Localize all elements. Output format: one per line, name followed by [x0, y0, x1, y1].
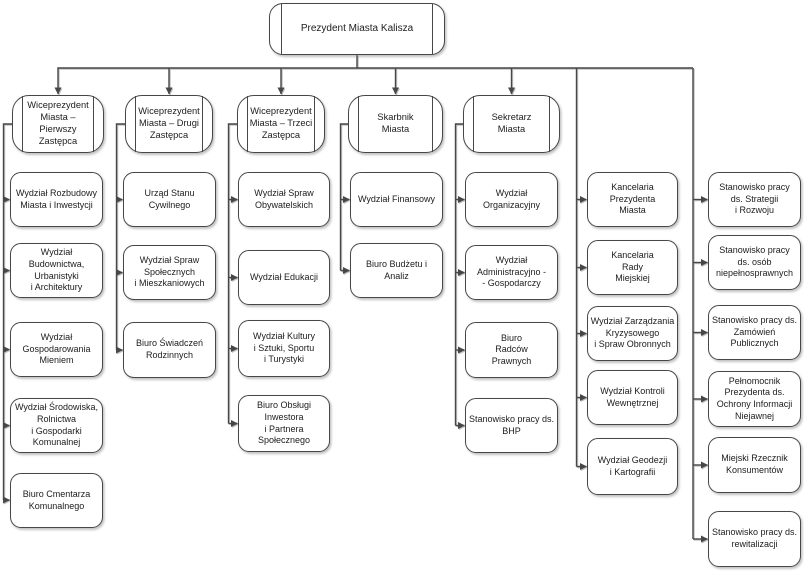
org-node-wydzial-gospodarowania-mieniem: Wydział Gospodarowania Mieniem — [10, 322, 103, 377]
org-node-wydzial-finansowy: Wydział Finansowy — [350, 172, 443, 227]
org-node-wiceprezydent-pierwszy: Wiceprezydent Miasta – Pierwszy Zastępca — [12, 95, 104, 153]
org-node-biuro-budzetu-i-analiz: Biuro Budżetu i Analiz — [350, 243, 443, 298]
org-node-pelnomocnik-ochrony-informacji: Pełnomocnik Prezydenta ds. Ochrony Infor… — [708, 371, 801, 427]
org-node-wydzial-rozbudowy: Wydział Rozbudowy Miasta i Inwestycji — [10, 172, 103, 227]
org-node-wydzial-srodowiska: Wydział Środowiska, Rolnictwa i Gospodar… — [10, 398, 103, 453]
org-node-kancelaria-prezydenta: Kancelaria Prezydenta Miasta — [587, 172, 678, 227]
org-node-wiceprezydent-trzeci: Wiceprezydent Miasta – Trzeci Zastępca — [237, 95, 325, 153]
org-node-wydzial-edukacji: Wydział Edukacji — [238, 250, 330, 305]
org-node-stanowisko-zamowien-publicznych: Stanowisko pracy ds. Zamówień Publicznyc… — [708, 305, 801, 360]
org-node-stanowisko-osob-niepelnosprawnych: Stanowisko pracy ds. osób niepełnosprawn… — [708, 235, 801, 290]
org-node-urzad-stanu-cywilnego: Urząd Stanu Cywilnego — [123, 172, 216, 227]
org-node-biuro-obslugi-inwestora: Biuro Obsługi Inwestora i Partnera Społe… — [238, 395, 330, 452]
org-node-miejski-rzecznik-konsumentow: Miejski Rzecznik Konsumentów — [708, 437, 801, 493]
org-node-biuro-swiadczen-rodzinnych: Biuro Świadczeń Rodzinnych — [123, 322, 216, 378]
org-node-wydzial-geodezji: Wydział Geodezji i Kartografii — [587, 438, 678, 495]
org-node-wydzial-budownictwa: Wydział Budownictwa, Urbanistyki i Archi… — [10, 243, 103, 298]
org-node-skarbnik: Skarbnik Miasta — [348, 95, 443, 153]
org-node-wydzial-spraw-spolecznych: Wydział Spraw Społecznych i Mieszkaniowy… — [123, 245, 216, 300]
org-node-stanowisko-bhp: Stanowisko pracy ds. BHP — [465, 398, 558, 453]
org-node-stanowisko-strategii: Stanowisko pracy ds. Strategii i Rozwoju — [708, 172, 801, 227]
org-node-wydzial-organizacyjny: Wydział Organizacyjny — [465, 172, 558, 227]
org-node-wydzial-administracyjno-gospodarczy: Wydział Administracyjno - - Gospodarczy — [465, 245, 558, 300]
org-node-wydzial-spraw-obywatelskich: Wydział Spraw Obywatelskich — [238, 172, 330, 227]
org-node-prezydent: Prezydent Miasta Kalisza — [269, 3, 445, 55]
org-node-wiceprezydent-drugi: Wiceprezydent Miasta – Drugi Zastępca — [125, 95, 213, 153]
org-node-wydzial-kultury: Wydział Kultury i Sztuki, Sportu i Turys… — [238, 320, 330, 377]
org-node-biuro-radcow-prawnych: Biuro Radców Prawnych — [465, 322, 558, 378]
org-node-stanowisko-rewitalizacji: Stanowisko pracy ds. rewitalizacji — [708, 511, 801, 567]
org-node-sekretarz: Sekretarz Miasta — [463, 95, 560, 153]
org-node-wydzial-zarzadzania-kryzysowego: Wydział Zarządzania Kryzysowego i Spraw … — [587, 306, 678, 361]
org-node-wydzial-kontroli-wewnetrznej: Wydział Kontroli Wewnętrznej — [587, 370, 678, 425]
org-node-kancelaria-rady-miejskiej: Kancelaria Rady Miejskiej — [587, 240, 678, 295]
org-node-biuro-cmentarza: Biuro Cmentarza Komunalnego — [10, 473, 103, 528]
